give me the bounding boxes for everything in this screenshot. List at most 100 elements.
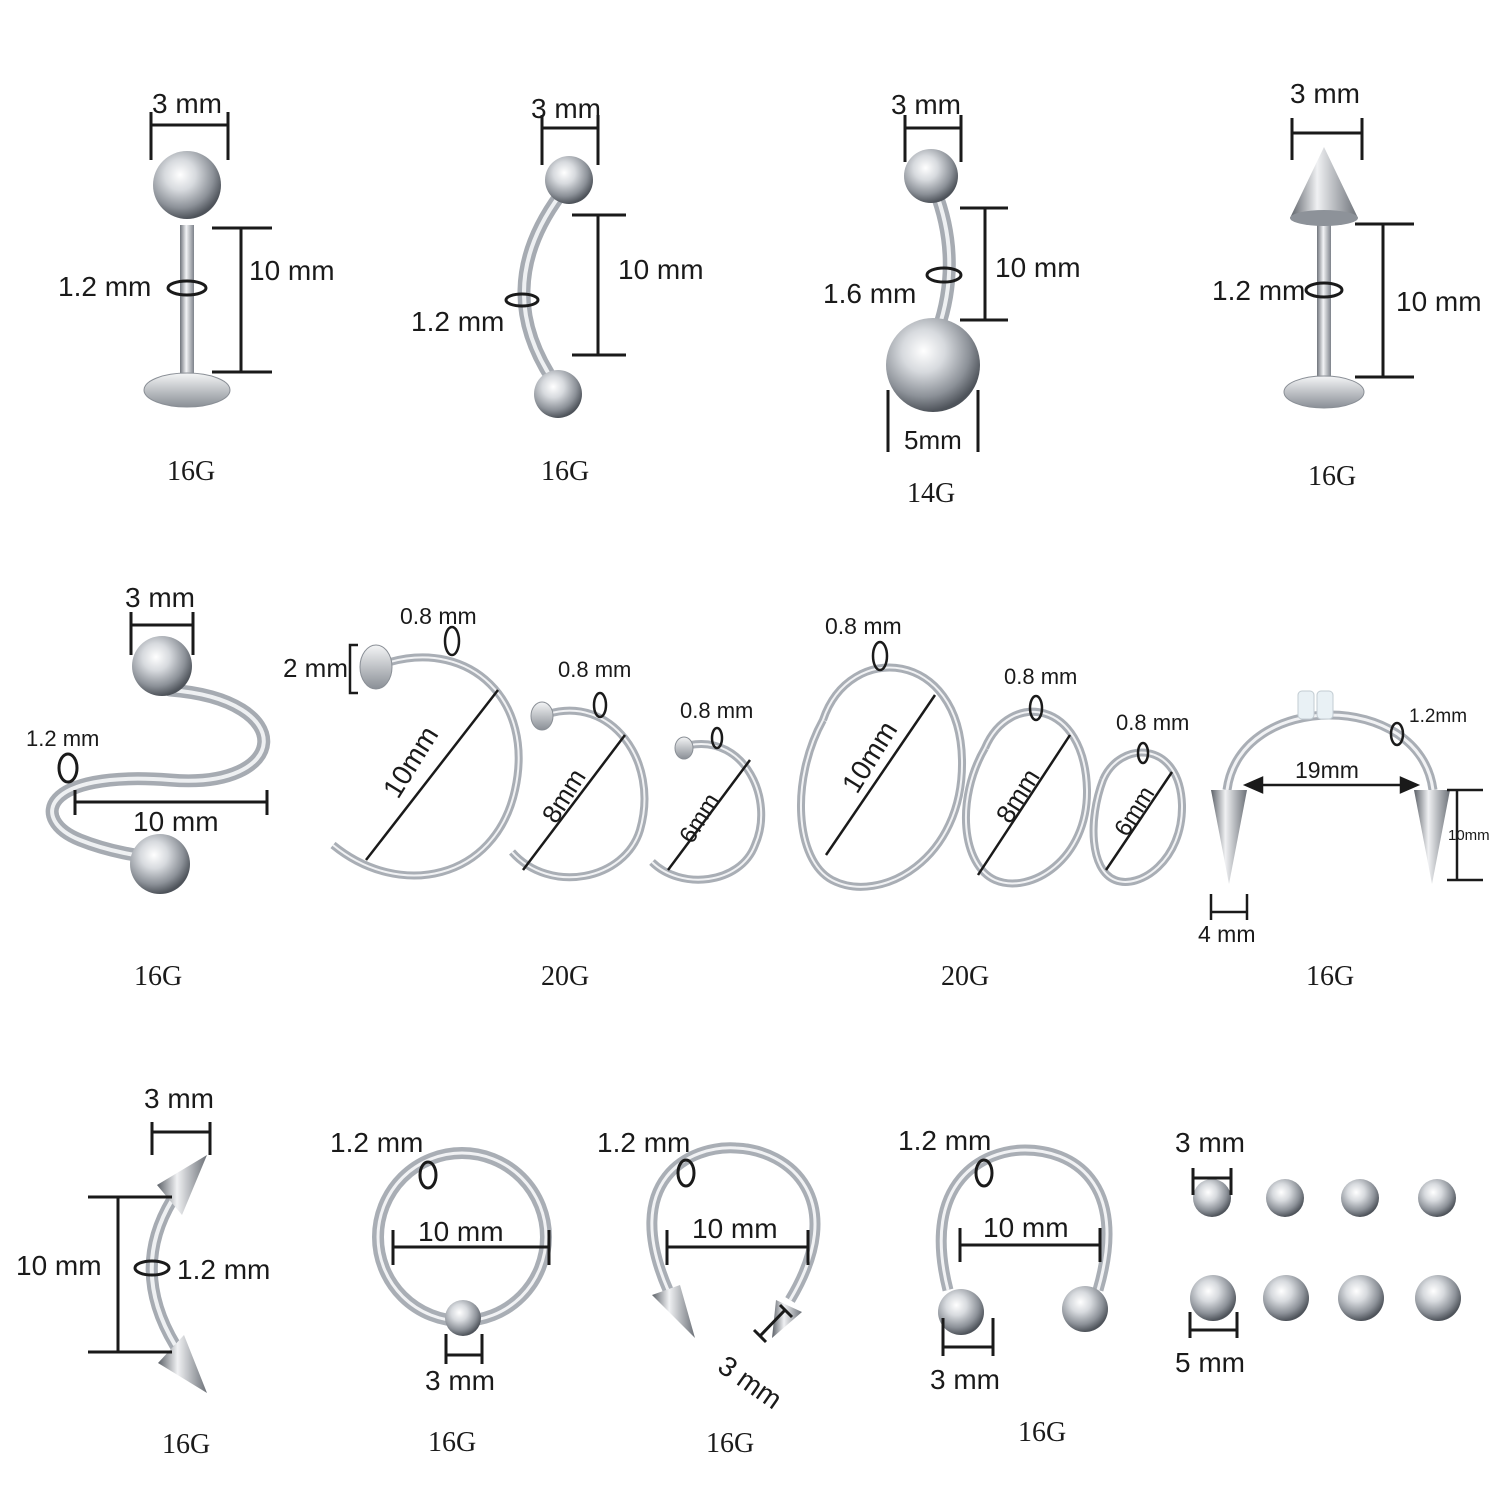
item-spike-curved-barbell: 3 mm 10 mm 1.2 mm 16G [16, 1083, 270, 1460]
captive-bead-ring-gauge: 16G [428, 1427, 476, 1458]
spike-curved-barbell-spike-size: 3 mm [144, 1083, 214, 1114]
curved-barbell-length: 10 mm [618, 254, 704, 285]
septum-spike-bar-left-spike [1211, 790, 1247, 884]
nose-hoop-open-8mm-thickness: 0.8 mm [1004, 664, 1077, 689]
curved-barbell-dimension-lines [504, 115, 626, 357]
spike-horseshoe-dimension-lines [665, 1158, 810, 1344]
nose-hoop-open-8mm-diameter: 8mm [990, 763, 1046, 828]
labret-thickness: 1.2 mm [58, 271, 151, 302]
septum-spike-bar-spike-width: 4 mm [1198, 921, 1256, 947]
ball-horseshoe-ball-size: 3 mm [930, 1364, 1000, 1395]
item-captive-bead-ring: 1.2 mm 10 mm 3 mm 16G [330, 1127, 552, 1458]
spike-horseshoe-left-spike [652, 1285, 695, 1338]
belly-ring-thickness: 1.6 mm [823, 278, 916, 309]
spike-curved-barbell-top-spike [157, 1155, 207, 1215]
nose-hoop-open-6mm-thickness: 0.8 mm [1116, 710, 1189, 735]
belly-ring-dimension-lines [886, 115, 1008, 452]
nose-hoop-flat-10mm-diameter: 10mm [377, 721, 445, 803]
spike-labret-length: 10 mm [1396, 286, 1482, 317]
captive-bead-ring-bead [445, 1300, 481, 1336]
nose-hoop-flat-gauge: 20G [541, 961, 589, 992]
spike-curved-barbell-dimension-lines [88, 1122, 212, 1354]
spike-curved-barbell-gauge: 16G [162, 1429, 210, 1460]
belly-ring-top-ball-size: 3 mm [891, 89, 961, 120]
twist-spiral-bottom-ball [130, 834, 190, 894]
item-septum-spike-bar: 1.2mm 19mm 10mm 4 mm 16G [1198, 690, 1490, 992]
septum-spike-bar-left-oring [1297, 690, 1315, 720]
spike-labret-dimension-lines [1290, 118, 1414, 379]
twist-spiral-thickness: 1.2 mm [26, 726, 99, 751]
nose-hoop-open-dimension-lines [824, 640, 1174, 876]
labret-flat-disc [143, 372, 231, 408]
septum-spike-bar-right-oring [1316, 690, 1334, 720]
belly-ring-length: 10 mm [995, 252, 1081, 283]
nose-hoop-open-10mm-thickness: 0.8 mm [825, 613, 902, 639]
item-nose-hoop-open-set: 0.8 mm 10mm 0.8 mm 8mm 0.8 mm 6mm 20G [797, 613, 1189, 992]
septum-spike-bar-dimension-lines [1209, 721, 1483, 920]
ball-horseshoe-diameter: 10 mm [983, 1212, 1069, 1243]
curved-barbell-thickness: 1.2 mm [411, 306, 504, 337]
nose-hoop-flat-8mm-end [530, 701, 554, 731]
spike-horseshoe-gauge: 16G [706, 1428, 754, 1459]
spike-horseshoe-diameter: 10 mm [692, 1213, 778, 1244]
septum-spike-bar-thickness: 1.2mm [1409, 706, 1467, 727]
spike-curved-barbell-thickness: 1.2 mm [177, 1254, 270, 1285]
spike-labret-cone [1290, 147, 1358, 218]
nose-hoop-open-10mm [797, 663, 967, 891]
septum-spike-bar-gauge: 16G [1306, 961, 1354, 992]
curved-barbell-top-ball [545, 156, 593, 204]
spike-curved-barbell-length: 10 mm [16, 1250, 102, 1281]
twist-spiral-top-ball [132, 636, 192, 696]
spare-ball-large [1338, 1275, 1384, 1321]
labret-dimension-lines [149, 112, 272, 374]
belly-ring-gauge: 14G [907, 478, 955, 509]
item-ball-horseshoe: 1.2 mm 10 mm 3 mm 16G [898, 1125, 1113, 1448]
curved-barbell-ball-size: 3 mm [531, 93, 601, 124]
spare-ball-small [1341, 1179, 1379, 1217]
ball-horseshoe-thickness: 1.2 mm [898, 1125, 991, 1156]
nose-hoop-open-6mm-diameter: 6mm [1109, 782, 1160, 842]
spare-ball-small [1418, 1179, 1456, 1217]
labret-ball-size: 3 mm [152, 88, 222, 119]
item-spike-labret: 3 mm 1.2 mm 10 mm 16G [1212, 78, 1482, 492]
nose-hoop-flat-6mm-thickness: 0.8 mm [680, 698, 753, 723]
spike-curved-barbell-bottom-spike [158, 1335, 207, 1393]
ball-horseshoe-dimension-lines [941, 1158, 1102, 1356]
curved-barbell-gauge: 16G [541, 456, 589, 487]
item-nose-hoop-flat-set: 0.8 mm 2 mm 10mm 0.8 mm 8mm 0.8 mm 6mm 2… [283, 603, 766, 992]
ball-horseshoe-right-ball [1062, 1286, 1108, 1332]
labret-ball [153, 151, 221, 219]
nose-hoop-flat-8mm-diameter: 8mm [536, 763, 592, 828]
belly-ring-bottom-ball [886, 318, 980, 412]
item-twist-spiral: 3 mm 1.2 mm 10 mm 16G [26, 582, 271, 992]
captive-bead-ring-diameter: 10 mm [418, 1216, 504, 1247]
spike-labret-flat-disc [1283, 375, 1365, 409]
belly-ring-top-ball [904, 149, 958, 203]
labret-gauge: 16G [167, 456, 215, 487]
item-spike-horseshoe: 1.2 mm 10 mm 3 mm 16G [597, 1127, 821, 1459]
item-belly-ring: 3 mm 10 mm 1.6 mm 5mm 14G [823, 89, 1081, 509]
nose-hoop-flat-dimension-lines [348, 625, 752, 871]
spare-ball-small [1266, 1179, 1304, 1217]
twist-spiral-length: 10 mm [133, 806, 219, 837]
nose-hoop-flat-6mm-diameter: 6mm [674, 789, 725, 849]
nose-hoop-flat-end-size: 2 mm [283, 653, 348, 683]
nose-hoop-flat-6mm-end [674, 736, 694, 760]
spare-ball-large [1263, 1275, 1309, 1321]
item-labret: 3 mm 10 mm 1.2 mm 16G [58, 88, 335, 487]
spare-ball-large [1415, 1275, 1461, 1321]
item-curved-barbell: 3 mm 10 mm 1.2 mm 16G [411, 93, 704, 487]
belly-ring-bottom-ball-size: 5mm [904, 425, 962, 455]
item-spare-balls: 3 mm 5 mm [1175, 1127, 1461, 1378]
spike-labret-gauge: 16G [1308, 461, 1356, 492]
spare-balls-small-size: 3 mm [1175, 1127, 1245, 1158]
septum-spike-bar-width: 19mm [1295, 757, 1359, 783]
spike-labret-thickness: 1.2 mm [1212, 275, 1305, 306]
captive-bead-ring-thickness: 1.2 mm [330, 1127, 423, 1158]
captive-bead-ring-bead-size: 3 mm [425, 1365, 495, 1396]
twist-spiral-gauge: 16G [134, 961, 182, 992]
spare-balls-dimension-lines [1188, 1168, 1239, 1338]
septum-spike-bar-right-spike [1414, 790, 1450, 884]
spike-horseshoe-thickness: 1.2 mm [597, 1127, 690, 1158]
ball-horseshoe-left-ball [938, 1289, 984, 1335]
